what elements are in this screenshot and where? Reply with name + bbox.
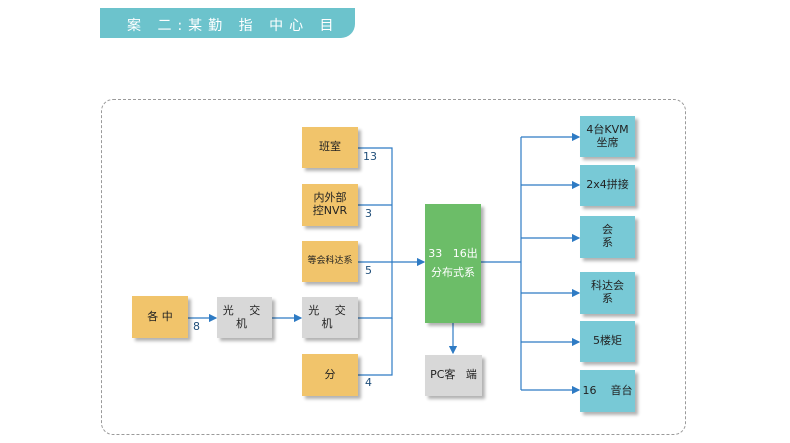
pc-client-node: PC客 端 [425, 355, 482, 396]
source-node-fen: 分 [302, 354, 358, 396]
source-node-nvr: 内外部 控NVR [302, 184, 358, 226]
hub-subtitle: 分布式系 [431, 265, 475, 279]
output-node-kedahui: 科达会 系 [580, 272, 635, 314]
output-node-hui: 会 系 [580, 216, 635, 258]
channel-count: 13 [363, 150, 377, 163]
output-node-audio: 16 音台 [580, 370, 635, 412]
connector-line [358, 318, 393, 376]
page-title: 案 二:某勤 指 中心 目 [127, 18, 340, 34]
channel-count: 8 [193, 320, 200, 333]
output-node-kvm: 4台KVM 坐席 [580, 116, 635, 157]
channel-count: 5 [365, 264, 372, 277]
connector-line [358, 262, 393, 319]
diagram-frame [101, 99, 686, 435]
title-banner: 案 二:某勤 指 中心 目 [100, 8, 355, 38]
switch-node-1: 光 交 机 [217, 297, 272, 338]
connector-line [358, 147, 393, 262]
source-node-keda: 等会科达系 [302, 241, 358, 282]
distributed-system-hub: 33 16出 分布式系 [425, 204, 481, 323]
output-node-matrix: 5楼矩 [580, 321, 635, 362]
channel-count: 3 [365, 207, 372, 220]
output-node-splice: 2x4拼接 [580, 165, 635, 206]
source-node-gezhong: 各 中 [132, 296, 188, 338]
hub-title: 33 16出 [428, 246, 478, 260]
channel-count: 4 [365, 376, 372, 389]
source-node-banshi: 班室 [302, 127, 358, 168]
switch-node-2: 光 交 机 [302, 297, 358, 338]
